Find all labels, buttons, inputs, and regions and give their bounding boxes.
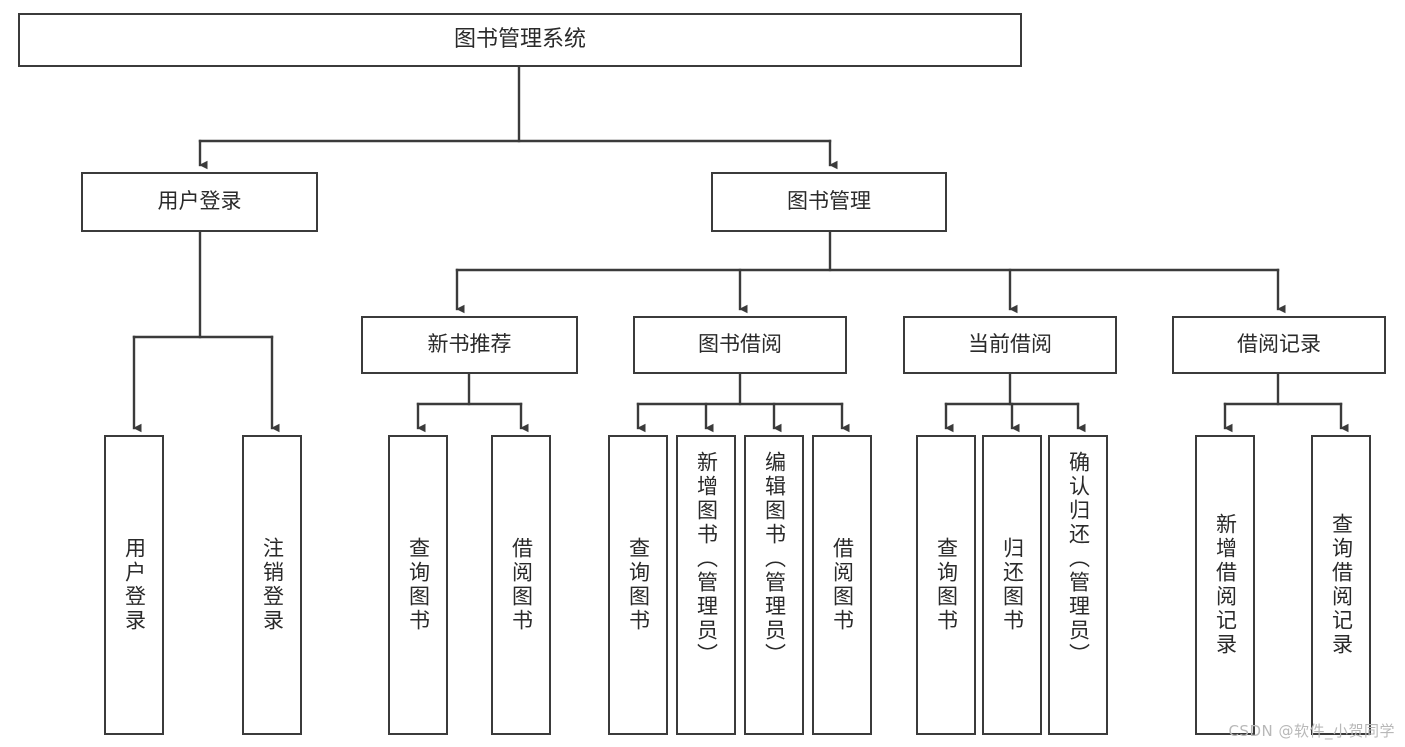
leaf-book-borrow-add-book-admin[interactable]: 新增图书（管理员） xyxy=(676,435,736,735)
node-label: 查询图书 xyxy=(626,537,651,633)
node-label: 注销登录 xyxy=(260,537,285,633)
watermark-text: CSDN @软件_小贺同学 xyxy=(1228,722,1395,740)
node-label: 图书管理系统 xyxy=(453,26,586,52)
node-user-login[interactable]: 用户登录 xyxy=(81,172,318,232)
node-label: 图书管理 xyxy=(787,189,871,214)
node-borrowing-record[interactable]: 借阅记录 xyxy=(1172,316,1386,374)
leaf-current-borrow-query-books[interactable]: 查询图书 xyxy=(916,435,976,735)
leaf-book-borrow-query-books[interactable]: 查询图书 xyxy=(608,435,668,735)
leaf-new-book-query-books[interactable]: 查询图书 xyxy=(388,435,448,735)
node-label: 用户登录 xyxy=(122,537,147,633)
node-label: 新增借阅记录 xyxy=(1213,513,1238,657)
node-label: 借阅记录 xyxy=(1237,332,1321,357)
leaf-user-login-sign-in[interactable]: 用户登录 xyxy=(104,435,164,735)
node-label: 编辑图书（管理员） xyxy=(762,451,787,667)
leaf-new-book-borrow-books[interactable]: 借阅图书 xyxy=(491,435,551,735)
node-book-management[interactable]: 图书管理 xyxy=(711,172,947,232)
node-label: 用户登录 xyxy=(157,189,242,214)
leaf-book-borrow-borrow-books[interactable]: 借阅图书 xyxy=(812,435,872,735)
node-label: 借阅图书 xyxy=(509,537,534,633)
node-label: 查询图书 xyxy=(934,537,959,633)
node-new-book-recommendation[interactable]: 新书推荐 xyxy=(361,316,578,374)
node-label: 借阅图书 xyxy=(830,537,855,633)
node-label: 查询借阅记录 xyxy=(1329,513,1354,657)
node-label: 查询图书 xyxy=(406,537,431,633)
leaf-current-borrow-confirm-return-admin[interactable]: 确认归还（管理员） xyxy=(1048,435,1108,735)
node-label: 确认归还（管理员） xyxy=(1066,451,1091,667)
node-label: 新增图书（管理员） xyxy=(694,451,719,667)
leaf-borrow-record-add-record[interactable]: 新增借阅记录 xyxy=(1195,435,1255,735)
node-current-borrowing[interactable]: 当前借阅 xyxy=(903,316,1117,374)
node-book-borrowing[interactable]: 图书借阅 xyxy=(633,316,847,374)
node-root-book-management-system[interactable]: 图书管理系统 xyxy=(18,13,1022,67)
node-label: 当前借阅 xyxy=(968,332,1052,357)
leaf-current-borrow-return-books[interactable]: 归还图书 xyxy=(982,435,1042,735)
node-label: 图书借阅 xyxy=(698,332,782,357)
node-label: 归还图书 xyxy=(1000,537,1025,633)
leaf-borrow-record-query-record[interactable]: 查询借阅记录 xyxy=(1311,435,1371,735)
leaf-book-borrow-edit-book-admin[interactable]: 编辑图书（管理员） xyxy=(744,435,804,735)
leaf-user-login-sign-out[interactable]: 注销登录 xyxy=(242,435,302,735)
node-label: 新书推荐 xyxy=(427,332,512,357)
